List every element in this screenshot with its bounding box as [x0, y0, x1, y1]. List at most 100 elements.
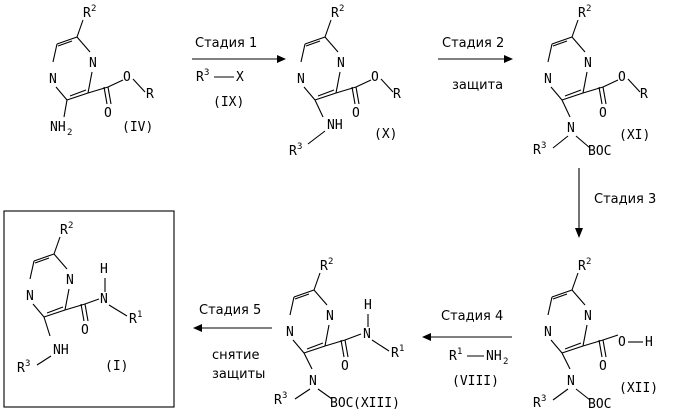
- r3-label: R: [196, 70, 204, 85]
- compound-label-iv: (IV): [122, 120, 153, 135]
- n-atom: N: [544, 325, 552, 340]
- stage-3-label: Стадия 3: [594, 192, 656, 207]
- svg-text:2: 2: [68, 221, 73, 231]
- nh2-label: NH: [486, 349, 502, 364]
- n-atom: N: [26, 289, 34, 304]
- x-label: X: [236, 70, 244, 85]
- o-atom: O: [123, 70, 131, 85]
- compound-label-xi: (XI): [619, 128, 650, 143]
- boc-label: BOC: [330, 396, 353, 411]
- compound-label-i: (I): [105, 359, 128, 374]
- r3-label: R: [274, 393, 282, 408]
- o-atom: O: [352, 106, 360, 121]
- n-atom: N: [100, 292, 108, 307]
- o-atom: O: [104, 106, 112, 121]
- svg-text:2: 2: [586, 4, 591, 14]
- n-atom: N: [66, 273, 74, 288]
- svg-text:3: 3: [204, 68, 209, 78]
- svg-text:2: 2: [67, 128, 72, 138]
- svg-text:2: 2: [328, 257, 333, 267]
- r-label: R: [146, 87, 154, 102]
- r-label: R: [393, 87, 401, 102]
- o-atom: O: [371, 70, 379, 85]
- o-atom: O: [81, 323, 89, 338]
- h-atom: H: [645, 335, 653, 350]
- step-5: Стадия 5 снятие защиты: [193, 303, 272, 382]
- r3-label: R: [533, 396, 541, 411]
- r3-label: R: [17, 361, 25, 376]
- compound-xii: R 2 N N N R 3 BOC O O H (XII): [533, 257, 658, 412]
- o-atom: O: [618, 335, 626, 350]
- h-atom: H: [364, 298, 372, 313]
- n-atom: N: [363, 327, 371, 342]
- svg-text:3: 3: [25, 359, 30, 369]
- o-atom: O: [599, 359, 607, 374]
- n-atom: N: [567, 374, 575, 389]
- svg-text:3: 3: [541, 141, 546, 151]
- svg-text:2: 2: [339, 4, 344, 14]
- o-atom: O: [599, 106, 607, 121]
- stage-1-label: Стадия 1: [195, 36, 257, 51]
- reagent-label-viii: (VIII): [452, 374, 499, 389]
- h-atom: H: [100, 262, 108, 277]
- r2-label: R: [320, 259, 328, 274]
- nh-label: NH: [53, 343, 69, 358]
- compound-label-xiii: (XIII): [353, 396, 400, 411]
- compound-xiii: R 2 N N N R 3 BOC O N H R 1 (XIII): [274, 257, 404, 411]
- boc-label: BOC: [588, 144, 611, 159]
- n-atom: N: [49, 72, 57, 87]
- n-atom: N: [567, 121, 575, 136]
- svg-text:2: 2: [91, 4, 96, 14]
- r3-label: R: [289, 144, 297, 159]
- r1-label: R: [391, 346, 399, 361]
- n-atom: N: [544, 72, 552, 87]
- product-box: [4, 211, 174, 407]
- r3-label: R: [533, 143, 541, 158]
- svg-text:1: 1: [457, 347, 462, 357]
- svg-text:1: 1: [399, 344, 404, 354]
- n-atom: N: [337, 56, 345, 71]
- r-label: R: [640, 87, 648, 102]
- svg-text:3: 3: [541, 394, 546, 404]
- deprotection-label-line-2: защиты: [212, 367, 265, 382]
- n-atom: N: [286, 325, 294, 340]
- o-atom: O: [618, 70, 626, 85]
- o-atom: O: [341, 359, 349, 374]
- svg-text:1: 1: [137, 310, 142, 320]
- step-2: Стадия 2 защита: [438, 36, 513, 93]
- protection-label: защита: [452, 78, 503, 93]
- n-atom: N: [297, 72, 305, 87]
- n-atom: N: [326, 309, 334, 324]
- r2-label: R: [578, 6, 586, 21]
- step-3: Стадия 3: [575, 168, 656, 238]
- boc-label: BOC: [588, 397, 611, 412]
- n-atom: N: [584, 56, 592, 71]
- stage-5-label: Стадия 5: [199, 303, 261, 318]
- svg-text:2: 2: [586, 257, 591, 267]
- deprotection-label-line-1: снятие: [212, 348, 260, 363]
- compound-i: R 2 N N NH R 3 O N H R 1 (I): [4, 211, 174, 407]
- compound-label-x: (X): [374, 127, 397, 142]
- r2-label: R: [578, 259, 586, 274]
- compound-x: R 2 N N NH R 3 O O R (X): [289, 4, 401, 159]
- n-atom: N: [584, 309, 592, 324]
- r2-label: R: [331, 6, 339, 21]
- svg-text:3: 3: [282, 391, 287, 401]
- n-atom: N: [89, 56, 97, 71]
- nh-label: NH: [327, 118, 343, 133]
- svg-text:2: 2: [503, 357, 508, 367]
- stage-2-label: Стадия 2: [442, 36, 504, 51]
- compound-iv: R 2 N N NH 2 O O R (IV): [49, 4, 154, 138]
- r1-label: R: [449, 349, 457, 364]
- reagent-label-ix: (IX): [213, 95, 244, 110]
- step-1: Стадия 1 R 3 X (IX): [192, 36, 286, 110]
- r1-label: R: [129, 312, 137, 327]
- svg-text:3: 3: [297, 142, 302, 152]
- stage-4-label: Стадия 4: [441, 309, 503, 324]
- n-atom: N: [309, 374, 317, 389]
- r2-label: R: [83, 6, 91, 21]
- compound-label-xii: (XII): [619, 381, 658, 396]
- step-4: Стадия 4 R 1 NH 2 (VIII): [422, 309, 512, 389]
- r2-label: R: [60, 223, 68, 238]
